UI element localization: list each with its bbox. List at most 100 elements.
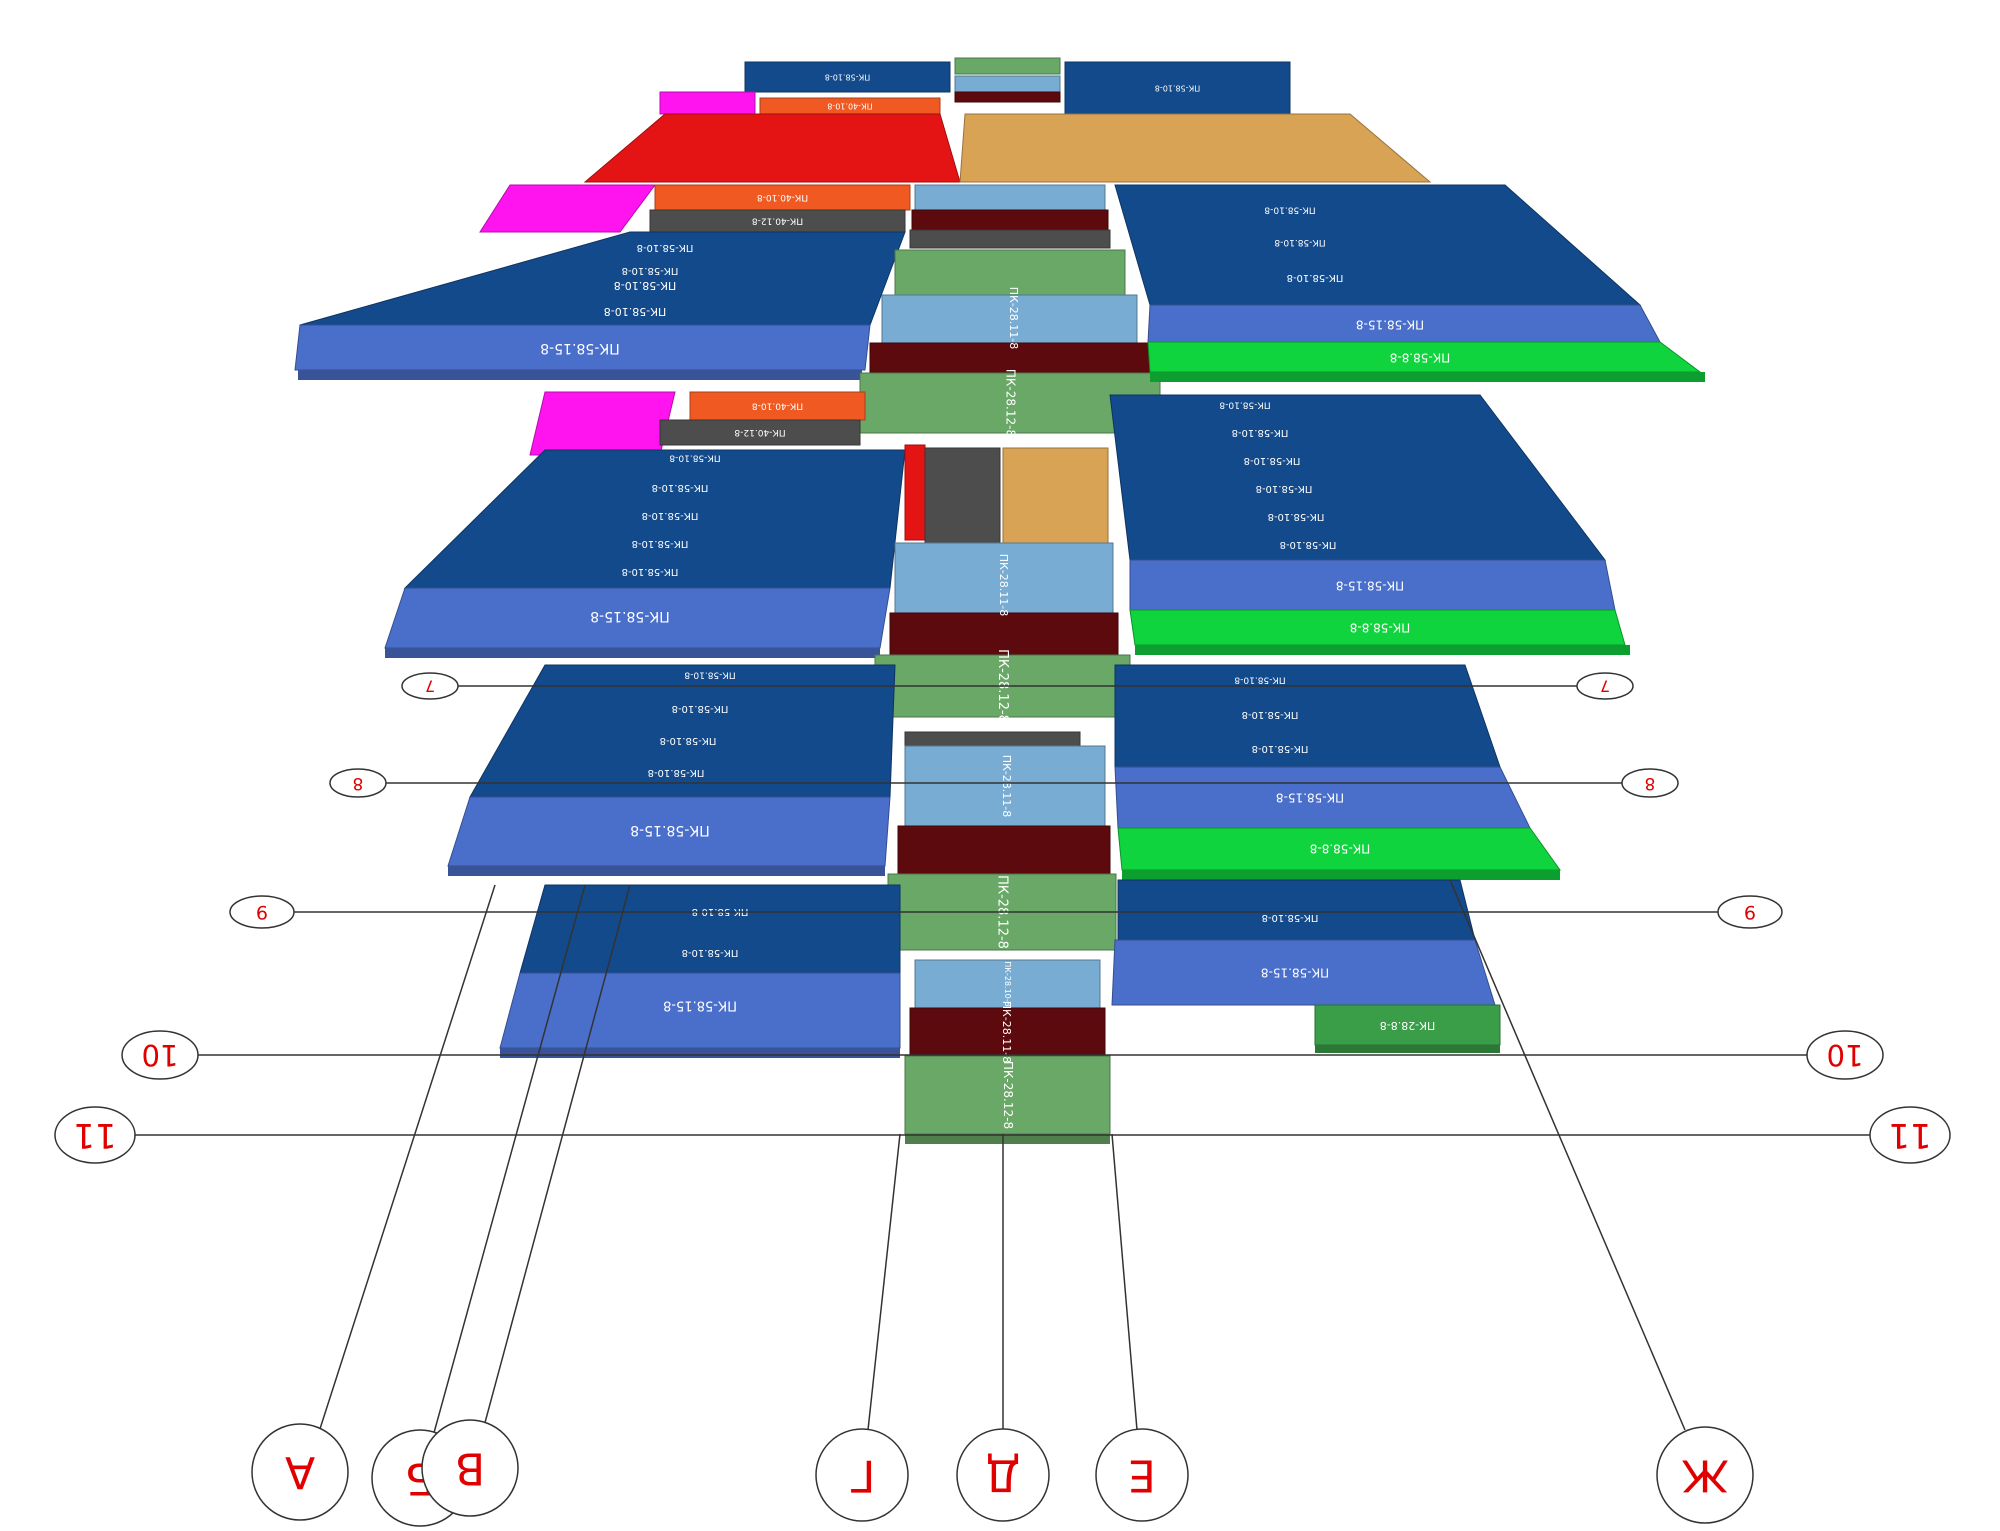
slab-label: ПК-28.11-8 <box>997 554 1010 617</box>
row-axis-marker-left-9: 9 <box>229 895 295 929</box>
slab-bottom-left-blue: ПК-58.10-8 <box>519 884 901 974</box>
slab-bottom-right-green: ПК-28.8-8 <box>1314 1004 1501 1046</box>
slab-mid-left-midblue: ПК-58.15-8 <box>384 587 891 649</box>
slab-label: ПК-58.10-8 <box>632 538 689 549</box>
slab-tan-block <box>959 113 1432 183</box>
slab-label: ПК-58.10-8 <box>1234 675 1285 685</box>
slab-label: ПК-58.10-8 <box>622 566 679 577</box>
slab-label: ПК-58.10-8 <box>604 305 667 318</box>
slab-upper-right-blue: ПК-58.10-8 <box>1114 184 1642 306</box>
slab-label: ПК-58.15-8 <box>630 822 710 838</box>
slab-orange-2: ПК-40.10-8 <box>654 184 911 211</box>
slab-label: ПК-58.8-8 <box>1310 842 1371 856</box>
slab-label: ПК-58.10-8 <box>1268 511 1325 522</box>
slab-edge <box>905 1134 1110 1144</box>
axis-label: 8 <box>1645 773 1656 793</box>
slab-mid-stair-2 <box>924 447 1001 544</box>
slab-label: ПК-58.10-8 <box>1280 539 1337 550</box>
slab-bottom-center-sage: ПК-28.12-8 <box>904 1055 1111 1135</box>
axis-label: 11 <box>73 1115 116 1155</box>
axis-label: 7 <box>1600 677 1610 696</box>
column-axis-marker-Д: Д <box>956 1428 1050 1522</box>
slab-label: ПК-58.15-8 <box>540 340 620 356</box>
slab-bottom-left-midblue: ПК-58.15-8 <box>499 972 901 1049</box>
column-axis-marker-Ж: Ж <box>1656 1426 1754 1524</box>
slab-label: ПК-28.8-8 <box>1380 1019 1436 1032</box>
slab-label: ПК-58.10-8 <box>648 767 705 778</box>
column-axis-lines <box>317 879 1686 1441</box>
slab-edge <box>298 370 862 380</box>
slab-upper-right-green: ПК-58.8-8 <box>1147 341 1702 373</box>
column-axis-marker-А: А <box>251 1423 349 1521</box>
axis-label: 9 <box>256 901 268 923</box>
column-axis-line-Е <box>1111 1133 1138 1431</box>
slab-low-center-maroon <box>897 825 1111 875</box>
slab-edge <box>1150 372 1705 382</box>
slab-label: ПК-58.10-8 <box>652 482 709 493</box>
axis-label: А <box>285 1447 315 1498</box>
axis-label: Е <box>1128 1450 1156 1501</box>
slab-label: ПК-28.11-8 <box>1007 287 1020 350</box>
slab-label: ПК-58.10-8 <box>1244 455 1301 466</box>
slab-label: ПК-58.10-8 <box>682 947 739 958</box>
slab-mid-magenta <box>529 391 676 456</box>
slab-low-center-stair <box>904 731 1081 747</box>
slab-label: ПК-58.15-8 <box>1261 966 1329 980</box>
slab-label: ПК-40.10-8 <box>757 192 808 202</box>
slab-label: ПК-58.10-8 <box>1219 400 1270 410</box>
slab-label: ПК-58.10-8 <box>1252 743 1309 754</box>
slab-mid-tan <box>1002 447 1109 544</box>
slab-label: ПК-58.10-8 <box>1232 427 1289 438</box>
slab-mid-stair-1 <box>904 444 926 541</box>
slab-top-magenta <box>659 91 756 115</box>
column-axis-marker-Г: Г <box>815 1428 909 1522</box>
row-axis-marker-left-7: 7 <box>401 672 459 700</box>
slab-top-center-maroon <box>954 91 1061 103</box>
axis-label: 10 <box>1827 1038 1864 1072</box>
axis-label: Г <box>849 1450 876 1501</box>
slab-low-right-midblue: ПК-58.15-8 <box>1114 766 1531 829</box>
slab-label: ПК-58.10-8 <box>660 735 717 746</box>
row-axis-lines <box>135 685 1870 1136</box>
slab-mid-right-blue: ПК-58.10-8 <box>1109 394 1607 561</box>
axis-label: 10 <box>142 1038 179 1072</box>
axis-label: Д <box>986 1450 1020 1501</box>
slab-label: ПК-28.12-8 <box>1001 1061 1015 1129</box>
slab-upper-left-midblue: ПК-58.15-8 <box>294 324 871 371</box>
column-axis-line-Ж <box>1449 879 1686 1431</box>
slab-mid-orange: ПК-40.10-8 <box>689 391 866 421</box>
row-axis-marker-right-8: 8 <box>1621 768 1679 798</box>
slab-label: ПК-40.12-8 <box>752 216 803 226</box>
slab-label: ПК-40.12-8 <box>734 427 785 437</box>
column-axis-line-В <box>482 884 631 1431</box>
axis-label: Ж <box>1681 1450 1728 1501</box>
slab-mid-gray: ПК-40.12-8 <box>659 419 861 446</box>
axis-label: 7 <box>425 677 435 696</box>
slab-magenta-2 <box>479 184 656 233</box>
slab-top-center-green <box>954 57 1061 75</box>
axis-label: 8 <box>353 773 364 793</box>
slab-label: ПК-58.10-8 <box>1256 483 1313 494</box>
slab-label: ПК-28.11-8 <box>1000 755 1013 818</box>
slab-edge <box>1315 1045 1500 1053</box>
slab-center-lb-1 <box>914 184 1106 211</box>
slab-label: ПК-58.10-8 <box>684 670 735 680</box>
slab-label: ПК-58.10-8 <box>672 703 729 714</box>
row-axis-marker-left-11: 11 <box>54 1106 136 1164</box>
axis-label: В <box>455 1443 485 1494</box>
slab-gray-2: ПК-40.12-8 <box>649 209 906 233</box>
slab-label: ПК-58.8-8 <box>1390 351 1451 365</box>
slab-label: ПК-58.10-8 <box>1262 912 1319 923</box>
slab-label: ПК-58.10-8 <box>669 453 720 463</box>
slab-label: ПК-58.10-8 <box>642 510 699 521</box>
slab-label: ПК-40.10-8 <box>752 401 803 411</box>
slab-edge <box>448 866 885 876</box>
slab-label: ПК-58.15-8 <box>590 608 670 624</box>
slab-label: ПК-58.15-8 <box>1336 579 1404 593</box>
slab-low-right-green: ПК-58.8-8 <box>1117 827 1561 871</box>
slab-top-left-blue: ПК-58.10-8 <box>744 61 951 93</box>
slab-label: ПК-58.10-8 <box>1274 237 1325 247</box>
slab-label: ПК-28.11-8 <box>1000 1001 1013 1064</box>
column-axis-marker-Е: Е <box>1095 1428 1189 1522</box>
